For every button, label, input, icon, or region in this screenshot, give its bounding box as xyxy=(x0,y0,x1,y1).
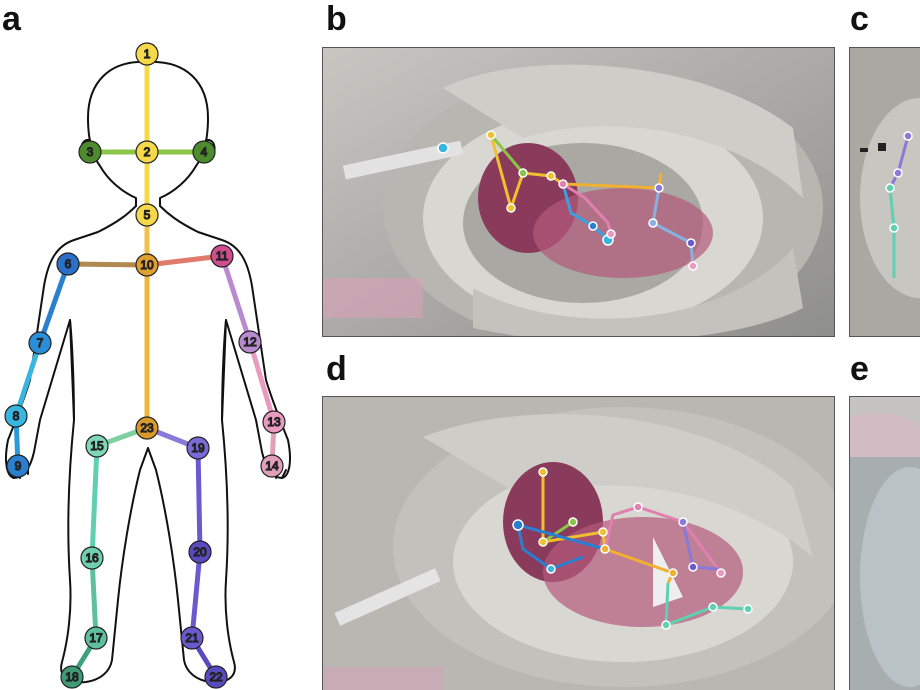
svg-text:2: 2 xyxy=(144,145,151,159)
keypoint-9: 9 xyxy=(6,454,30,478)
keypoint-5: 5 xyxy=(135,203,159,227)
keypoint-11: 11 xyxy=(210,244,234,268)
svg-text:12: 12 xyxy=(243,335,257,349)
svg-text:7: 7 xyxy=(37,336,44,350)
svg-text:11: 11 xyxy=(216,249,229,263)
keypoint-23: 23 xyxy=(135,416,159,440)
svg-text:5: 5 xyxy=(144,208,151,222)
keypoint-19: 19 xyxy=(186,436,210,460)
keypoint-12: 12 xyxy=(238,330,262,354)
svg-text:20: 20 xyxy=(193,545,207,559)
keypoint-2: 2 xyxy=(135,140,159,164)
keypoint-21: 21 xyxy=(180,626,204,650)
photo-panel-d xyxy=(322,396,835,690)
keypoint-14: 14 xyxy=(260,454,284,478)
pose-points-b xyxy=(437,130,698,271)
keypoint-1: 1 xyxy=(135,42,159,66)
keypoint-17: 17 xyxy=(84,626,108,650)
svg-text:21: 21 xyxy=(185,631,199,645)
svg-text:13: 13 xyxy=(267,415,281,429)
keypoint-16: 16 xyxy=(80,546,104,570)
photo-panel-e xyxy=(849,396,920,690)
pose-points-d xyxy=(512,467,753,630)
keypoint-6: 6 xyxy=(56,252,80,276)
svg-text:4: 4 xyxy=(201,145,208,159)
svg-text:8: 8 xyxy=(13,409,20,423)
svg-text:19: 19 xyxy=(191,441,205,455)
svg-text:22: 22 xyxy=(209,670,223,684)
keypoint-13: 13 xyxy=(262,410,286,434)
keypoint-18: 18 xyxy=(60,665,84,689)
skeleton-diagram: 1 2 3 4 5 6 7 8 9 10 11 12 13 14 15 16 1… xyxy=(4,42,291,689)
svg-text:3: 3 xyxy=(87,145,94,159)
svg-text:16: 16 xyxy=(85,551,99,565)
keypoint-20: 20 xyxy=(188,540,212,564)
keypoint-22: 22 xyxy=(204,665,228,689)
panel-label-c: c xyxy=(850,0,869,38)
panel-label-b: b xyxy=(326,0,347,38)
keypoint-4: 4 xyxy=(192,140,216,164)
keypoint-3: 3 xyxy=(78,140,102,164)
svg-text:6: 6 xyxy=(65,257,72,271)
panel-label-e: e xyxy=(850,350,869,388)
svg-text:18: 18 xyxy=(65,670,79,684)
photo-panel-b xyxy=(322,47,835,337)
keypoint-7: 7 xyxy=(28,331,52,355)
keypoint-8: 8 xyxy=(4,404,28,428)
panel-label-d: d xyxy=(326,350,347,388)
svg-text:9: 9 xyxy=(15,459,22,473)
pose-points-c xyxy=(885,131,913,233)
svg-text:10: 10 xyxy=(140,258,154,272)
photo-panel-c xyxy=(849,47,920,337)
svg-text:17: 17 xyxy=(89,631,103,645)
panel-label-a: a xyxy=(2,0,21,38)
keypoint-10: 10 xyxy=(135,253,159,277)
svg-text:23: 23 xyxy=(140,421,154,435)
keypoints: 1 2 3 4 5 6 7 8 9 10 11 12 13 14 15 16 1… xyxy=(4,42,286,689)
svg-text:15: 15 xyxy=(90,439,104,453)
svg-text:1: 1 xyxy=(144,47,151,61)
keypoint-15: 15 xyxy=(85,434,109,458)
svg-text:14: 14 xyxy=(265,459,279,473)
